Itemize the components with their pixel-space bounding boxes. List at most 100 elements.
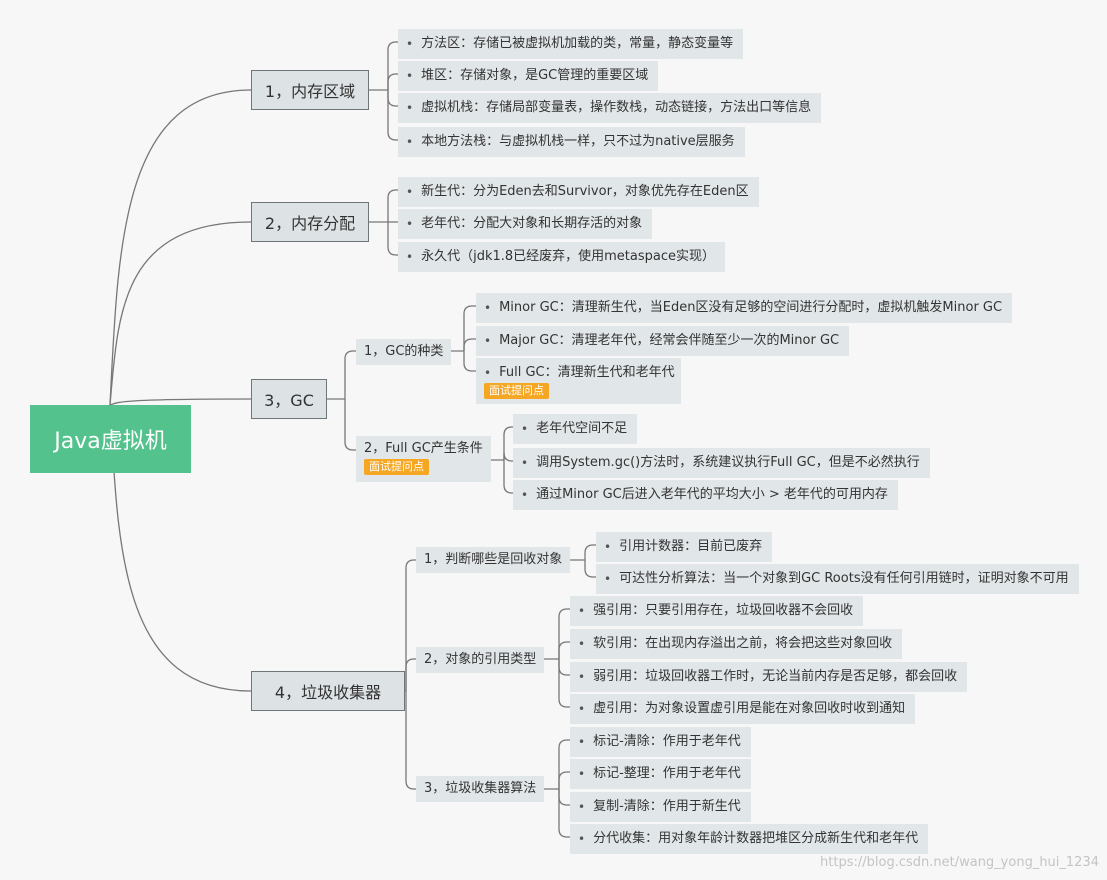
bullet-icon: • xyxy=(578,637,586,651)
leaf-native-stack[interactable]: • 本地方法栈：与虚拟机栈一样，只不过为native层服务 xyxy=(398,127,745,157)
topic-label: 1，内存区域 xyxy=(264,82,356,101)
leaf-mark-compact[interactable]: • 标记-整理：作用于老年代 xyxy=(570,759,751,789)
connector-line xyxy=(558,641,570,659)
leaf-old-gen[interactable]: • 老年代：分配大对象和长期存活的对象 xyxy=(398,209,653,239)
leaf-promotion-size[interactable]: • 通过Minor GC后进入老年代的平均大小 > 老年代的可用内存 xyxy=(513,480,898,510)
sub-full-gc-conditions[interactable]: 2，Full GC产生条件 面试提问点 xyxy=(356,436,491,482)
connector-line xyxy=(387,41,398,90)
leaf-heap[interactable]: •堆区：存储对象，是GC管理的重要区域 xyxy=(398,61,659,91)
connector-line xyxy=(503,426,513,460)
bullet-icon: • xyxy=(406,185,414,199)
leaf-strong-ref[interactable]: •强引用：只要引用存在，垃圾回收器不会回收 xyxy=(570,596,864,626)
sub-label: 1，判断哪些是回收对象 xyxy=(424,552,563,567)
sub-label: 2，Full GC产生条件 xyxy=(364,441,483,456)
sub-gc-algorithms[interactable]: 3，垃圾收集器算法 xyxy=(416,776,545,802)
bullet-icon: • xyxy=(406,69,414,83)
leaf-weak-ref[interactable]: • 弱引用：垃圾回收器工作时，无论当前内存是否足够，都会回收 xyxy=(570,662,968,692)
bullet-icon: • xyxy=(578,604,586,618)
bullet-icon: • xyxy=(604,540,612,554)
bullet-icon: • xyxy=(406,217,414,231)
leaf-system-gc[interactable]: •调用System.gc()方法时，系统建议执行Full GC，但是不必然执行 xyxy=(513,448,930,478)
leaf-ref-counter[interactable]: • 引用计数器：目前已废弃 xyxy=(596,532,773,562)
leaf-vm-stack[interactable]: •虚拟机栈：存储局部变量表，操作数栈，动态链接，方法出口等信息 xyxy=(398,93,822,123)
connector-line xyxy=(387,222,398,256)
leaf-full-gc[interactable]: • Full GC：清理新生代和老年代 面试提问点 xyxy=(476,358,681,404)
bullet-icon: • xyxy=(406,37,414,51)
leaf-copy-sweep[interactable]: • 复制-清除：作用于新生代 xyxy=(570,792,751,822)
root-node[interactable]: Java虚拟机 xyxy=(30,405,191,473)
leaf-phantom-ref[interactable]: •虚引用：为对象设置虚引用是能在对象回收时收到通知 xyxy=(570,694,916,724)
leaf-young-gen[interactable]: •新生代：分为Eden去和Survivor，对象优先存在Eden区 xyxy=(398,177,759,207)
sub-label: 2，对象的引用类型 xyxy=(424,652,537,667)
topic-garbage-collector[interactable]: 4，垃圾收集器 xyxy=(251,671,405,711)
leaf-major-gc[interactable]: •Major GC：清理老年代，经常会伴随至少一次的Minor GC xyxy=(476,326,850,356)
connector-line xyxy=(503,460,513,494)
leaf-text: 老年代空间不足 xyxy=(536,421,628,436)
sub-label: 1，GC的种类 xyxy=(364,344,444,359)
topic-label: 2，内存分配 xyxy=(264,214,356,233)
bullet-icon: • xyxy=(578,832,586,846)
connector-line xyxy=(463,351,476,372)
connector-line xyxy=(503,452,513,462)
bullet-icon: • xyxy=(578,767,586,781)
bullet-icon: • xyxy=(406,250,414,264)
leaf-text: Full GC：清理新生代和老年代 xyxy=(499,365,675,380)
leaf-text: 引用计数器：目前已废弃 xyxy=(619,539,763,554)
watermark: https://blog.csdn.net/wang_yong_hui_1234 xyxy=(820,855,1099,870)
leaf-text: 标记-整理：作用于老年代 xyxy=(593,766,741,781)
connector-line xyxy=(387,189,398,222)
leaf-old-gen-full[interactable]: • 老年代空间不足 xyxy=(513,414,638,444)
connector-line xyxy=(558,659,570,708)
bullet-icon: • xyxy=(578,800,586,814)
bullet-icon: • xyxy=(521,488,529,502)
interview-tag: 面试提问点 xyxy=(484,383,549,399)
leaf-text: 标记-清除：作用于老年代 xyxy=(593,734,741,749)
bullet-icon: • xyxy=(406,101,414,115)
leaf-text: 虚引用：为对象设置虚引用是能在对象回收时收到通知 xyxy=(593,701,906,716)
connector-line xyxy=(463,305,476,351)
bullet-icon: • xyxy=(578,670,586,684)
sub-label: 3，垃圾收集器算法 xyxy=(424,781,537,796)
connector-line xyxy=(387,90,398,107)
leaf-text: 方法区：存储已被虚拟机加载的类，常量，静态变量等 xyxy=(421,36,734,51)
connector-line xyxy=(344,350,356,399)
leaf-text: 通过Minor GC后进入老年代的平均大小 > 老年代的可用内存 xyxy=(536,487,888,502)
connector-line xyxy=(584,544,596,560)
sub-judge-recyclable[interactable]: 1，判断哪些是回收对象 xyxy=(416,547,571,573)
connector-line xyxy=(387,73,398,90)
topic-memory-allocation[interactable]: 2，内存分配 xyxy=(251,202,369,242)
bullet-icon: • xyxy=(604,572,612,586)
leaf-minor-gc[interactable]: •Minor GC：清理新生代，当Eden区没有足够的空间进行分配时，虚拟机触发… xyxy=(476,293,1013,323)
bullet-icon: • xyxy=(484,366,492,380)
topic-memory-areas[interactable]: 1，内存区域 xyxy=(251,70,369,110)
connector-line xyxy=(558,789,570,838)
leaf-text: 分代收集：用对象年龄计数器把堆区分成新生代和老年代 xyxy=(593,831,919,846)
interview-tag: 面试提问点 xyxy=(364,459,429,475)
bullet-icon: • xyxy=(406,135,414,149)
sub-gc-types[interactable]: 1，GC的种类 xyxy=(356,339,452,365)
bullet-icon: • xyxy=(521,422,529,436)
leaf-generational[interactable]: • 分代收集：用对象年龄计数器把堆区分成新生代和老年代 xyxy=(570,824,929,854)
leaf-reachability[interactable]: •可达性分析算法：当一个对象到GC Roots没有任何引用链时，证明对象不可用 xyxy=(596,564,1079,594)
bullet-icon: • xyxy=(578,735,586,749)
leaf-soft-ref[interactable]: •软引用：在出现内存溢出之前，将会把这些对象回收 xyxy=(570,629,903,659)
connector-line xyxy=(558,789,570,806)
sub-reference-types[interactable]: 2，对象的引用类型 xyxy=(416,647,545,673)
connector-line xyxy=(344,399,356,451)
connector-line xyxy=(558,739,570,789)
topic-gc[interactable]: 3，GC xyxy=(251,379,327,419)
connector-line xyxy=(405,658,416,691)
leaf-text: 老年代：分配大对象和长期存活的对象 xyxy=(421,216,643,231)
connector-line xyxy=(405,691,416,790)
bullet-icon: • xyxy=(484,301,492,315)
connector-line xyxy=(405,559,416,691)
leaf-text: 本地方法栈：与虚拟机栈一样，只不过为native层服务 xyxy=(421,134,735,149)
leaf-method-area[interactable]: • 方法区：存储已被虚拟机加载的类，常量，静态变量等 xyxy=(398,29,744,59)
leaf-text: 弱引用：垃圾回收器工作时，无论当前内存是否足够，都会回收 xyxy=(593,669,958,684)
leaf-mark-sweep[interactable]: • 标记-清除：作用于老年代 xyxy=(570,727,751,757)
connector-line xyxy=(109,398,252,406)
connector-line xyxy=(463,338,476,351)
leaf-perm-gen[interactable]: •永久代（jdk1.8已经废弃，使用metaspace实现） xyxy=(398,242,726,272)
topic-label: 3，GC xyxy=(264,391,314,410)
leaf-text: 复制-清除：作用于新生代 xyxy=(593,799,741,814)
